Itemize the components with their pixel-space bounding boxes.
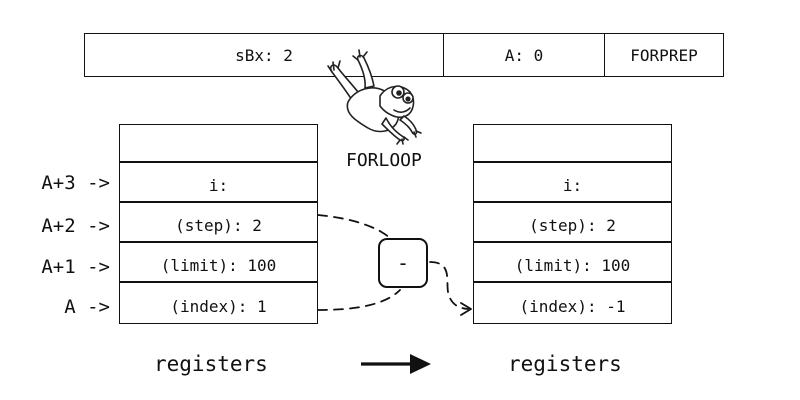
left-stack-caption: registers [154, 352, 268, 376]
step-to-operator-line [317, 214, 391, 239]
instruction-a-field: A: 0 [444, 34, 605, 76]
left-register-stack: i: (step): 2 (limit): 100 (index): 1 [119, 124, 318, 324]
register-cell-step: (step): 2 [120, 203, 317, 243]
index-to-operator-line [317, 289, 401, 311]
register-cell-limit: (limit): 100 [120, 243, 317, 283]
register-cell [474, 125, 671, 163]
register-cell-limit: (limit): 100 [474, 243, 671, 283]
register-label-a: A -> [64, 296, 110, 318]
result-arrowhead-icon [460, 302, 472, 316]
operator-to-result-line [429, 261, 469, 310]
register-cell [120, 125, 317, 163]
instruction-sbx-field: sBx: 2 [85, 34, 444, 76]
register-label-a-plus-2: A+2 -> [41, 215, 110, 237]
instruction-bar: sBx: 2 A: 0 FORPREP [84, 33, 724, 77]
right-stack-caption: registers [508, 352, 622, 376]
register-cell-index: (index): 1 [170, 296, 267, 316]
register-label-a-plus-1: A+1 -> [41, 256, 110, 278]
subtract-operator-box: - [378, 238, 428, 288]
register-cell-step: (step): 2 [474, 203, 671, 243]
register-cell-index: (index): -1 [519, 296, 626, 316]
transition-arrow-icon [410, 354, 431, 374]
mascot-caption: FORLOOP [346, 150, 422, 171]
instruction-opcode-field: FORPREP [630, 45, 698, 65]
register-cell-i: i: [474, 163, 671, 203]
right-register-stack: i: (step): 2 (limit): 100 (index): -1 [473, 124, 672, 324]
register-cell-i: i: [120, 163, 317, 203]
register-label-a-plus-3: A+3 -> [41, 172, 110, 194]
